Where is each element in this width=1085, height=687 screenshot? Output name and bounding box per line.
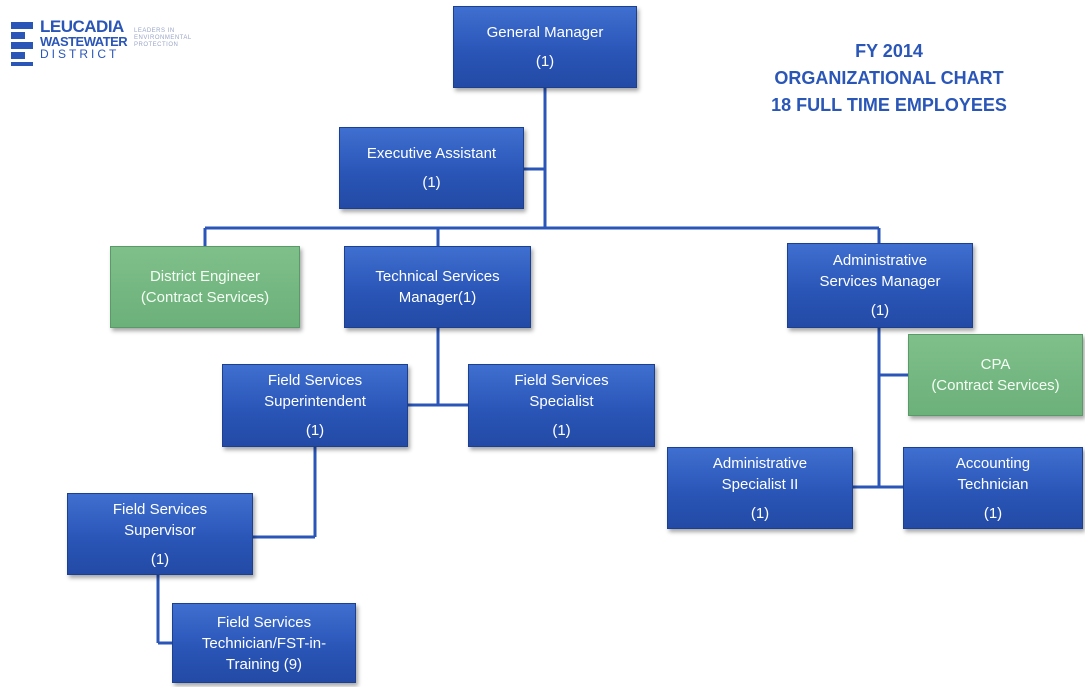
node-label: Manager(1) [398, 289, 477, 306]
node-accounting-technician: Accounting Technician (1) [903, 447, 1083, 529]
tagline-line: ENVIRONMENTAL [134, 35, 192, 41]
node-field-services-specialist: Field Services Specialist (1) [468, 364, 655, 447]
tagline-line: PROTECTION [134, 42, 179, 48]
node-count: (1) [552, 422, 571, 439]
node-label: CPA [980, 356, 1011, 373]
node-count: (1) [422, 174, 441, 191]
node-administrative-services-manager: Administrative Services Manager (1) [787, 243, 973, 328]
node-label: Administrative [832, 252, 928, 269]
node-cpa: CPA (Contract Services) [908, 334, 1083, 416]
logo-line-2: WASTEWATER [40, 34, 128, 49]
tagline-line: LEADERS IN [134, 28, 175, 34]
node-count: (1) [983, 504, 1003, 522]
node-label: Training (9) [225, 655, 303, 673]
node-technical-services-manager: Technical Services Manager(1) [344, 246, 531, 328]
node-label: Technician/FST-in- [201, 634, 327, 652]
node-count: (1) [750, 504, 770, 522]
node-executive-assistant: Executive Assistant (1) [339, 127, 524, 209]
logo-line-1: LEUCADIA [40, 17, 124, 36]
logo-mark-icon [11, 22, 33, 66]
title-line-1: FY 2014 [855, 41, 923, 61]
node-field-services-superintendent: Field Services Superintendent (1) [222, 364, 408, 447]
logo-line-3: DISTRICT [40, 47, 120, 61]
title-line-2: ORGANIZATIONAL CHART [774, 68, 1004, 88]
title-line-3: 18 FULL TIME EMPLOYEES [771, 95, 1007, 115]
node-label: Executive Assistant [366, 145, 497, 162]
node-label: Administrative [712, 454, 808, 472]
node-label: (Contract Services) [931, 377, 1060, 394]
node-label: Specialist II [721, 475, 799, 493]
node-count: (1) [870, 302, 890, 319]
node-label: Supervisor [124, 521, 196, 539]
node-general-manager: General Manager (1) [453, 6, 637, 88]
node-administrative-specialist: Administrative Specialist II (1) [667, 447, 853, 529]
node-label: General Manager [486, 24, 604, 41]
node-field-services-technician: Field Services Technician/FST-in- Traini… [172, 603, 356, 683]
node-label: Technical Services [375, 268, 500, 285]
logo-wordmark: LEUCADIA WASTEWATER DISTRICT [40, 17, 128, 61]
node-label: Field Services [267, 372, 363, 389]
node-label: Superintendent [264, 393, 366, 410]
node-field-services-supervisor: Field Services Supervisor (1) [67, 493, 253, 575]
node-label: Accounting [955, 454, 1031, 472]
node-label: District Engineer [149, 268, 261, 285]
node-label: Field Services [514, 372, 609, 389]
node-count: (1) [305, 422, 325, 439]
node-label: Field Services [112, 500, 208, 518]
node-label: (Contract Services) [140, 289, 270, 306]
node-count: (1) [150, 550, 170, 568]
logo-tagline: LEADERS IN ENVIRONMENTAL PROTECTION [134, 28, 192, 49]
node-count: (1) [535, 53, 555, 70]
node-district-engineer: District Engineer (Contract Services) [110, 246, 300, 328]
node-label: Services Manager [819, 273, 941, 290]
node-label: Technician [957, 475, 1029, 493]
district-logo: LEUCADIA WASTEWATER DISTRICT LEADERS IN … [8, 18, 238, 74]
chart-title: FY 2014 ORGANIZATIONAL CHART 18 FULL TIM… [736, 38, 1042, 119]
node-label: Specialist [529, 393, 594, 410]
node-label: Field Services [216, 613, 312, 631]
